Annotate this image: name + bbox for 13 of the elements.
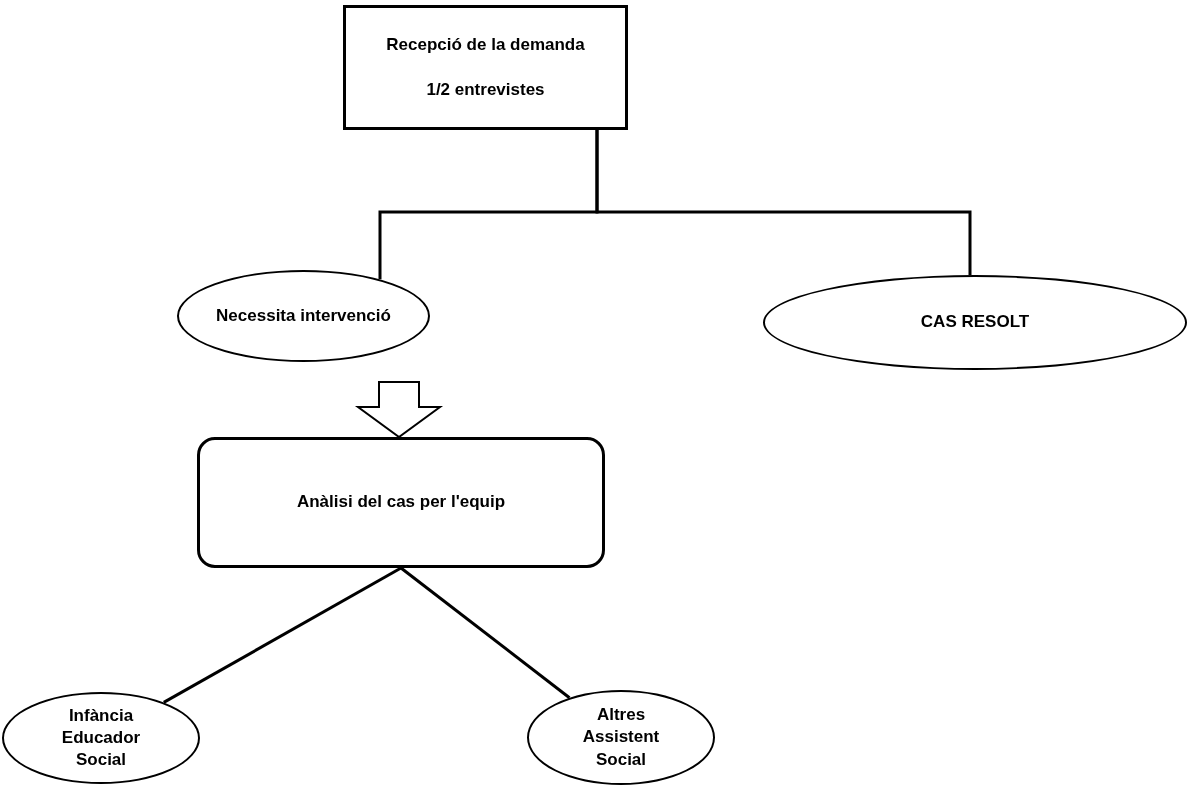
- node-label: Infància Educador Social: [60, 704, 142, 772]
- node-sublabel: 1/2 entrevistes: [426, 78, 545, 101]
- connector-line: [595, 130, 972, 275]
- process-box: [343, 5, 628, 130]
- connector-line: [400, 566, 571, 699]
- connector-line: [163, 566, 402, 704]
- block-arrow: [354, 381, 444, 439]
- node-label: Recepció de la demanda: [386, 34, 585, 57]
- process-box: [197, 437, 605, 568]
- node-label: Necessita intervenció: [216, 304, 391, 327]
- node-label: Altres Assistent Social: [581, 704, 661, 771]
- node-label: CAS RESOLT: [920, 311, 1030, 334]
- node-label: Anàlisi del cas per l'equip: [296, 491, 506, 514]
